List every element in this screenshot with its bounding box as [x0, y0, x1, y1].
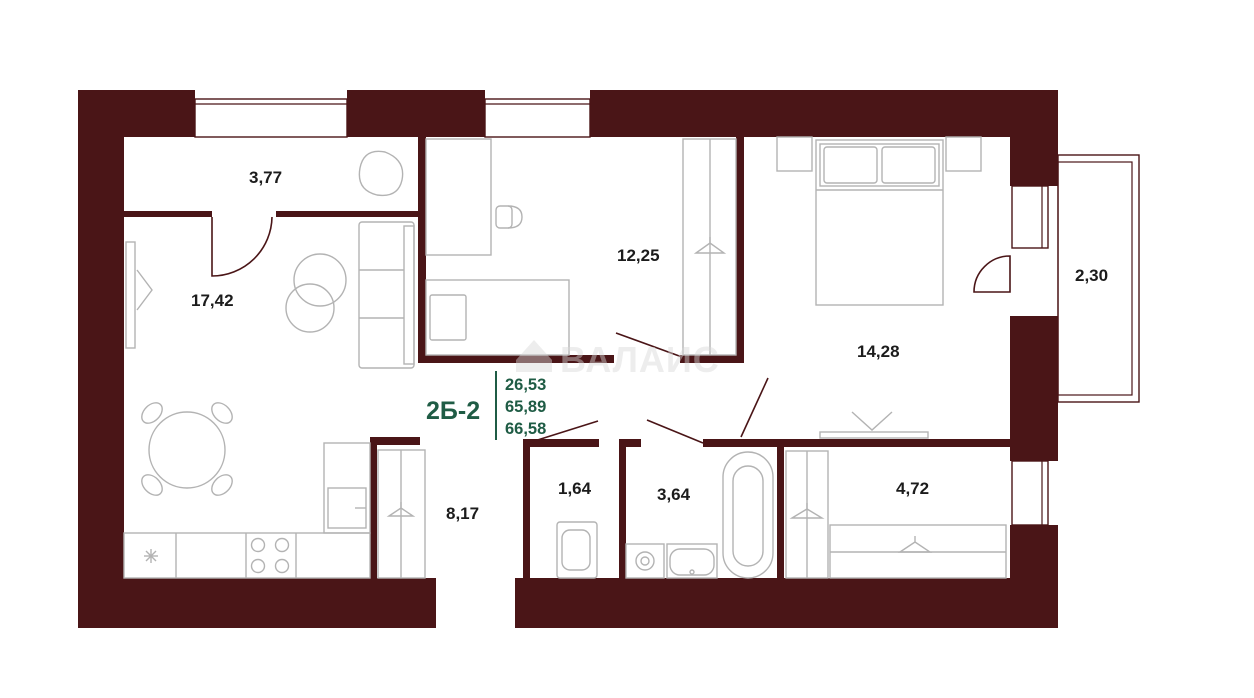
wall-left	[78, 90, 124, 628]
partition-bath-top	[619, 439, 641, 447]
kitchen-counter-icon	[123, 532, 371, 579]
door-bedroom-main	[740, 377, 769, 438]
balcony-inner	[1057, 161, 1133, 396]
window-bedroom-small	[484, 98, 591, 138]
desk-chair-icon	[495, 205, 523, 229]
partition-bath-right	[777, 439, 784, 579]
partition-bath-top-right	[703, 439, 1010, 447]
walls	[78, 90, 1058, 628]
tv-cabinet-icon	[125, 241, 136, 349]
house-logo-icon	[516, 340, 552, 372]
room-labels: 3,77 17,42 12,25 14,28 2,30 8,17 1,64 3,…	[191, 168, 1108, 523]
partition-bedroom-bottom-right	[680, 355, 740, 363]
partition-vestibule-right	[276, 211, 420, 217]
partition-wc-top	[523, 439, 599, 447]
armchair-icon	[358, 150, 404, 197]
room-area-bedroom-main: 14,28	[857, 342, 900, 361]
sink-icon	[144, 549, 158, 563]
apartment-living-area: 26,53	[505, 376, 546, 394]
watermark-text: ВАЛАИС	[560, 339, 720, 380]
partition-hall-top	[372, 437, 420, 445]
room-area-hall: 8,17	[446, 504, 479, 523]
partition-bedroom-bottom	[418, 355, 614, 363]
window-vestibule	[194, 98, 348, 138]
windows	[194, 98, 1049, 526]
furniture	[123, 136, 1007, 579]
room-area-vestibule: 3,77	[249, 168, 282, 187]
room-area-kitchen-living: 17,42	[191, 291, 234, 310]
wall-bottom-right	[515, 578, 1058, 628]
nightstand-icon	[776, 136, 813, 172]
desk-icon	[425, 138, 492, 256]
watermark: ВАЛАИС	[516, 339, 720, 380]
room-area-bathroom: 3,64	[657, 485, 691, 504]
wall-right-top	[1010, 90, 1058, 186]
partition-wc-left	[523, 439, 530, 579]
wall-right-mid	[1010, 316, 1058, 461]
room-area-balcony: 2,30	[1075, 266, 1108, 285]
doors	[211, 216, 1011, 444]
door-vestibule	[211, 216, 273, 277]
wall-bottom-left	[78, 578, 436, 628]
partition-bedroom-right	[736, 137, 744, 363]
partition-bedroom-left	[418, 137, 426, 362]
sofa-icon	[358, 221, 415, 369]
apartment-type: 2Б-2	[426, 397, 480, 425]
room-area-bedroom-small: 12,25	[617, 246, 660, 265]
bathtub-icon	[722, 451, 774, 579]
apartment-total-area: 65,89	[505, 398, 546, 416]
dining-table-icon	[148, 411, 226, 489]
tv-icon	[819, 411, 929, 439]
apartment-total-area-with-balcony: 66,58	[505, 420, 546, 438]
bathroom-sink-icon	[666, 543, 718, 579]
wall-right-bottom	[1010, 525, 1058, 628]
door-bath	[646, 419, 704, 444]
partition-hall	[370, 437, 377, 579]
single-bed-icon	[425, 279, 570, 356]
room-area-wc: 1,64	[558, 479, 592, 498]
door-balcony	[973, 255, 1011, 293]
stove-icon	[250, 537, 290, 574]
coffee-table-icon	[293, 253, 347, 307]
balcony	[1057, 154, 1140, 403]
partition-vestibule	[124, 211, 212, 217]
door-wc	[527, 420, 599, 444]
washing-machine-icon	[625, 543, 665, 579]
apartment-info: 2Б-2 26,53 65,89 66,58	[426, 371, 546, 440]
toilet-icon	[556, 521, 598, 579]
wall-top-mid	[347, 90, 485, 137]
partition-wc-right	[619, 439, 626, 579]
hanger-icon	[693, 237, 727, 254]
room-area-wardrobe: 4,72	[896, 479, 929, 498]
chair-icon	[141, 402, 163, 424]
double-bed-icon	[815, 139, 944, 306]
door-bedroom-small	[615, 332, 683, 358]
wall-top-right	[590, 90, 1058, 137]
